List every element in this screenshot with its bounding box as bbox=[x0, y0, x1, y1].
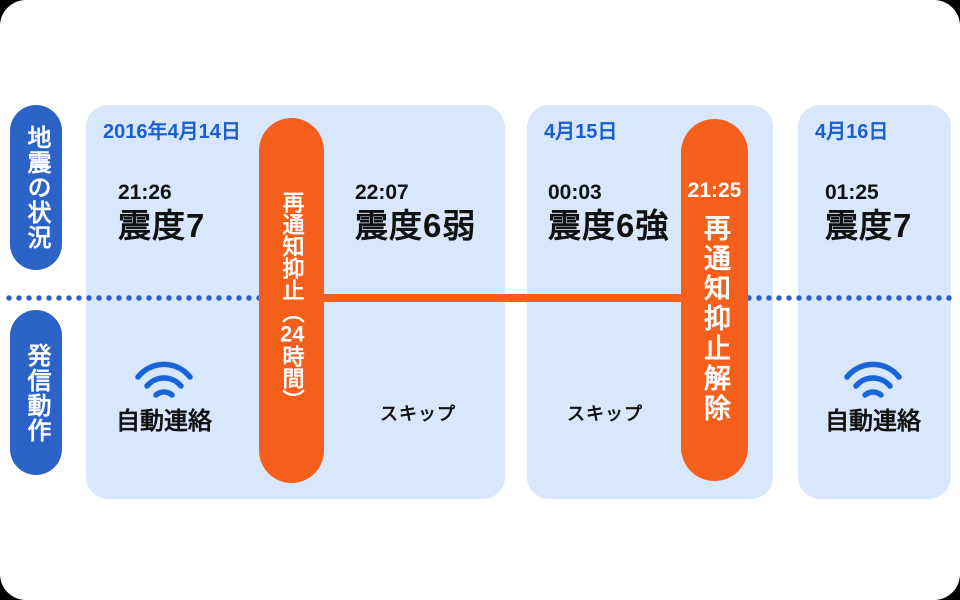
auto-contact-group-1: 自動連絡 bbox=[112, 360, 216, 434]
event-intensity: 震度7 bbox=[825, 207, 913, 244]
suppression-start-label-tail: 時間） bbox=[279, 344, 305, 411]
suppression-start-label-hours: 24 bbox=[280, 322, 305, 345]
skip-label-1: スキップ bbox=[380, 404, 456, 424]
suppression-start-label: 再通知抑止（24時間） bbox=[279, 190, 305, 411]
event-intensity: 震度6弱 bbox=[355, 207, 477, 244]
suppression-end-label: 再通知抑止解除 bbox=[700, 214, 730, 424]
event-seismic-2: 22:07 震度6弱 bbox=[355, 182, 476, 242]
event-time: 22:07 bbox=[355, 181, 409, 204]
panel-date: 4月16日 bbox=[815, 121, 889, 143]
auto-contact-group-2: 自動連絡 bbox=[821, 360, 925, 434]
suppression-start-pill: 再通知抑止（24時間） bbox=[259, 118, 324, 483]
event-time: 01:25 bbox=[825, 181, 879, 204]
event-seismic-1: 21:26 震度7 bbox=[118, 182, 205, 242]
suppression-end-pill: 21:25 再通知抑止解除 bbox=[681, 119, 748, 481]
panel-date: 2016年4月14日 bbox=[103, 121, 241, 143]
suppression-end-time: 21:25 bbox=[687, 179, 742, 202]
suppression-start-label-head: 再通知抑止（ bbox=[279, 190, 305, 323]
panel-date: 4月15日 bbox=[544, 121, 618, 143]
event-intensity: 震度6強 bbox=[548, 207, 670, 244]
wifi-icon bbox=[844, 361, 902, 398]
row-label-transmission-action-text: 発信動作 bbox=[23, 342, 50, 443]
row-label-transmission-action: 発信動作 bbox=[10, 310, 62, 475]
skip-label-2: スキップ bbox=[567, 404, 643, 424]
event-seismic-4: 01:25 震度7 bbox=[825, 182, 912, 242]
wifi-icon bbox=[135, 361, 193, 398]
row-label-earthquake-status: 地震の状況 bbox=[10, 105, 62, 270]
row-label-earthquake-status-text: 地震の状況 bbox=[23, 125, 50, 250]
auto-contact-label: 自動連絡 bbox=[825, 408, 921, 435]
event-time: 21:26 bbox=[118, 181, 172, 204]
day-panel-april-16: 4月16日 bbox=[798, 105, 951, 499]
event-time: 00:03 bbox=[548, 181, 602, 204]
suppression-period-line bbox=[291, 294, 715, 302]
event-seismic-3: 00:03 震度6強 bbox=[548, 182, 669, 242]
auto-contact-label: 自動連絡 bbox=[116, 408, 212, 435]
event-intensity: 震度7 bbox=[118, 207, 206, 244]
